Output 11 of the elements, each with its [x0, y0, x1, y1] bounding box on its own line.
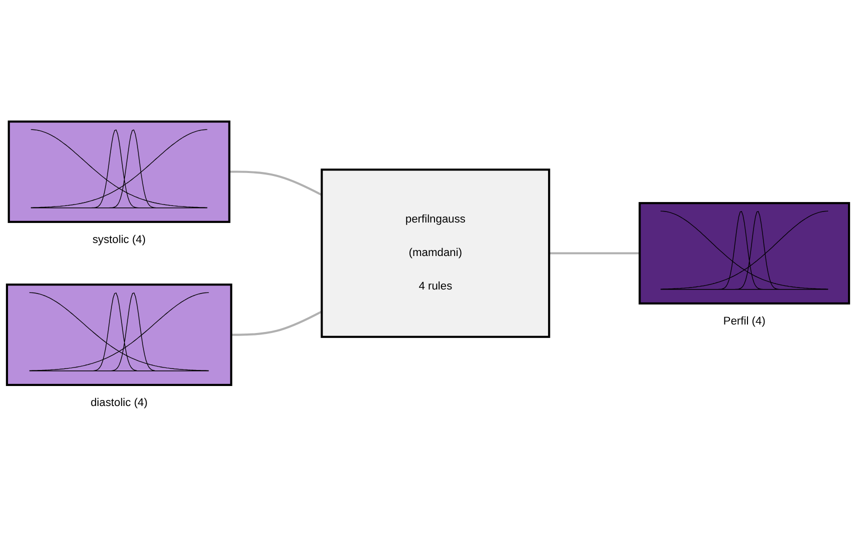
node-label: perfilngauss (mamdani) 4 rules: [405, 214, 466, 292]
caption-label: Perfil (4): [723, 315, 766, 328]
connector-line: [549, 252, 640, 254]
plot-box: [8, 120, 230, 223]
plot-box: [638, 202, 850, 304]
connector-line: [231, 310, 322, 336]
plot-box: [6, 284, 232, 386]
caption-label: systolic (4): [92, 234, 146, 246]
connector-line: [229, 170, 322, 196]
caption-label: diastolic (4): [90, 396, 148, 409]
process-box: [320, 168, 550, 338]
